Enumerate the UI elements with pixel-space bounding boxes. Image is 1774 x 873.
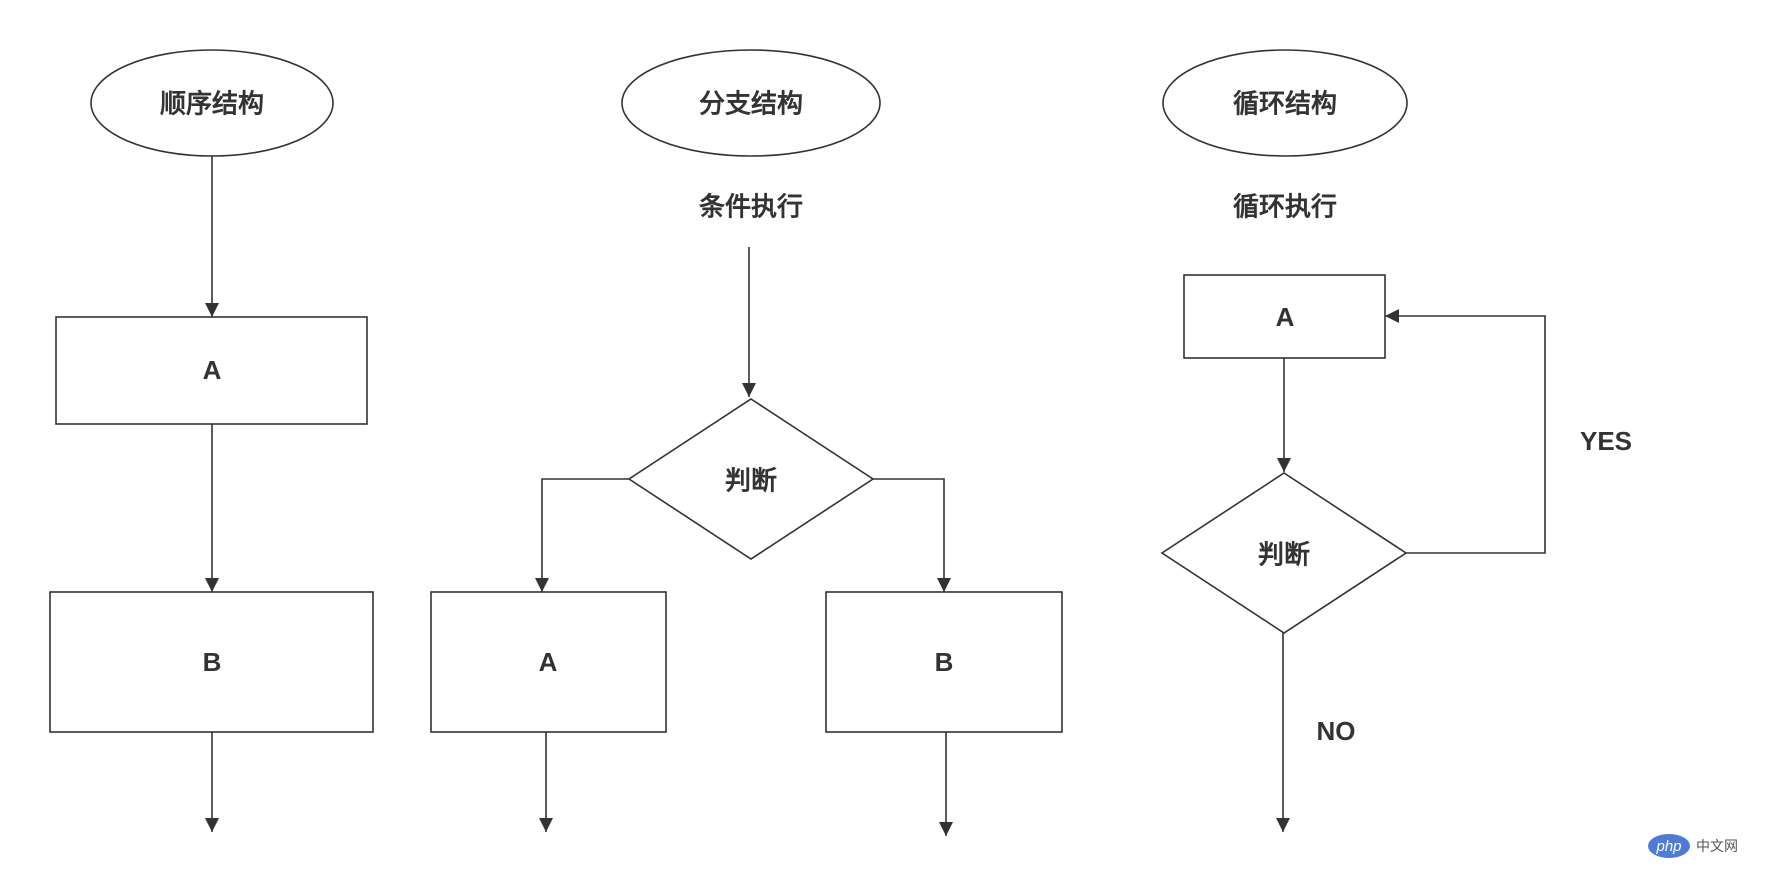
loop-box-a [1183,274,1386,359]
loop-caption: 循环执行 [1233,192,1337,223]
loop-arrow-yes-back-to-a [1385,309,1546,554]
loop-box-a-label: A [1276,302,1295,332]
loop-no-label: NO [1317,716,1356,746]
sequence-structure: 顺序结构 A B [49,49,374,832]
branch-caption: 条件执行 [699,192,803,223]
sequence-box-a-label: A [203,355,222,385]
loop-decision-label: 判断 [1258,540,1310,571]
loop-decision [1160,472,1408,634]
sequence-title: 顺序结构 [160,89,264,120]
watermark-site-text: 中文网 [1696,839,1738,855]
branch-box-b-label: B [935,647,954,677]
sequence-box-b-label: B [203,647,222,677]
loop-yes-label: YES [1580,426,1632,456]
branch-box-b [825,591,1063,733]
branch-structure: 分支结构 条件执行 判断 A B [430,49,1063,836]
sequence-box-a [55,316,368,425]
branch-arrow-to-b [873,478,951,592]
branch-title: 分支结构 [699,90,803,120]
branch-decision [627,398,875,560]
site-watermark: php 中文网 [1648,831,1768,861]
branch-title-node [621,49,881,157]
branch-arrow-to-a [535,478,629,592]
loop-title: 循环结构 [1233,90,1337,120]
branch-decision-label: 判断 [725,466,777,497]
branch-box-a [430,591,667,733]
loop-structure: 循环结构 循环执行 A 判断 YES NO [1160,49,1632,832]
php-logo-icon: php [1648,834,1690,858]
branch-box-a-label: A [539,647,558,677]
loop-title-node [1162,49,1408,157]
